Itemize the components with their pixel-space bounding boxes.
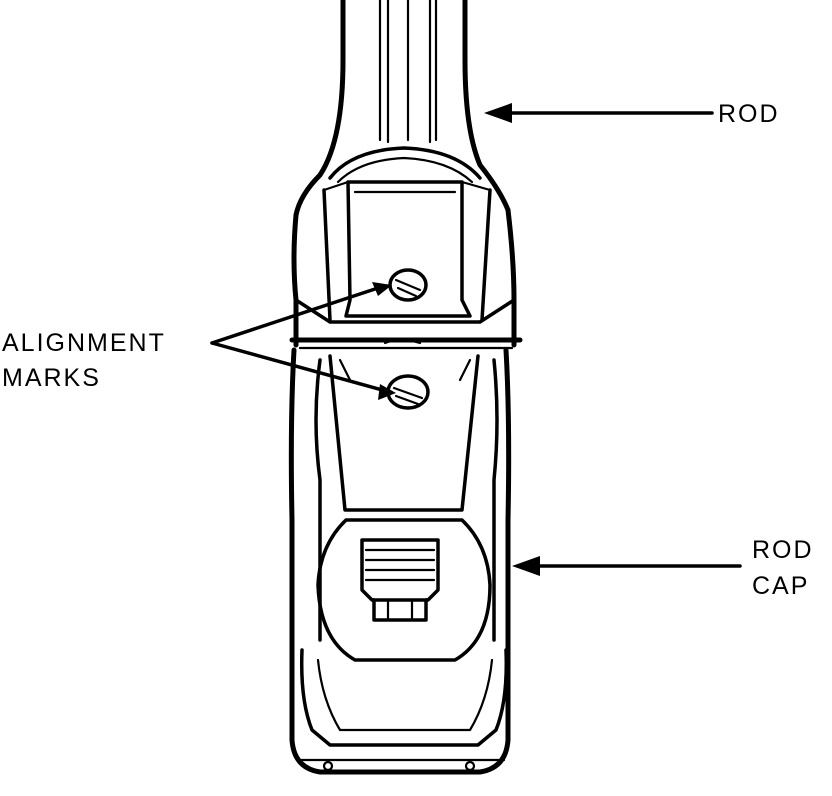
rod-label: ROD xyxy=(718,100,780,128)
alignment-arrowhead-lower xyxy=(378,384,396,400)
rod-big-end-upper xyxy=(291,180,517,348)
alignment-arrowhead-upper xyxy=(372,282,392,296)
alignment-marks-label-line1: ALIGNMENT xyxy=(2,329,166,357)
rod-cap-arrowhead xyxy=(512,556,540,576)
rod-cap-body xyxy=(288,347,512,775)
rod-cap-label-line1: ROD xyxy=(752,536,814,564)
parting-line xyxy=(289,337,523,350)
rod-cap-leader xyxy=(512,556,742,576)
rod-arrowhead xyxy=(484,103,512,123)
rod-cap-bolt xyxy=(360,538,440,622)
alignment-marks-label-line2: MARKS xyxy=(2,364,101,392)
rod-leader xyxy=(484,103,714,123)
rod-beam xyxy=(293,0,511,218)
alignment-mark-upper xyxy=(388,268,428,302)
rod-cap-label-line2: CAP xyxy=(752,572,809,600)
alignment-leaders xyxy=(210,282,396,400)
